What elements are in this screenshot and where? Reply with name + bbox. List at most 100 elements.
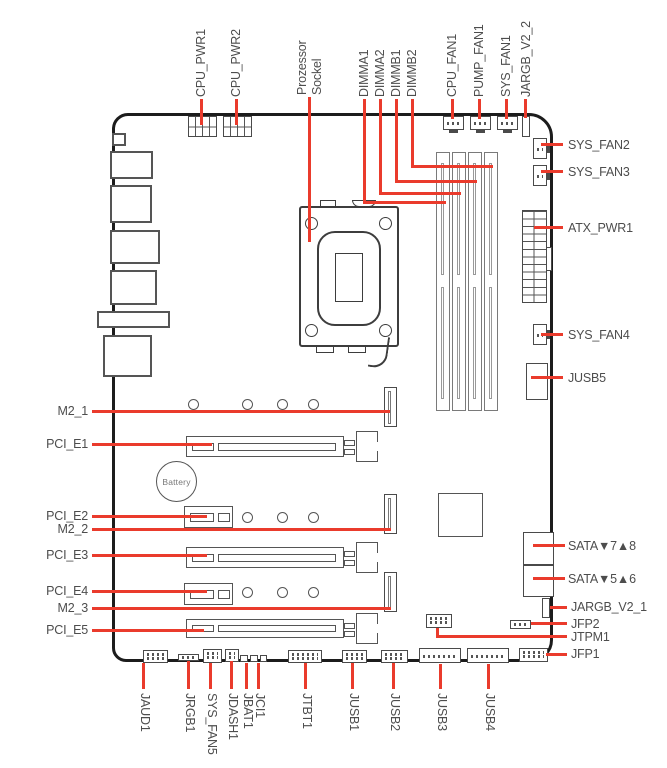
- label-jtbt1: JTBT1: [300, 693, 314, 729]
- dimmb1-line: [395, 99, 398, 183]
- label-dimma2: DIMMA2: [373, 49, 387, 97]
- label-socket-line2: Sockel: [310, 58, 324, 95]
- sata-5-6-line: [533, 577, 565, 580]
- jargb-v2-2-connector: [522, 116, 530, 137]
- cpu-pwr2-line: [235, 99, 238, 125]
- label-m2-2: M2_2: [57, 522, 89, 536]
- m2-2-connector: [384, 494, 397, 534]
- sys-fan4-line: [541, 333, 563, 336]
- jusb3-line: [439, 664, 442, 689]
- rear-io-port-3: [110, 230, 160, 264]
- label-dimma1: DIMMA1: [357, 49, 371, 97]
- label-sys-fan3: SYS_FAN3: [568, 165, 630, 179]
- jtpm1-connector: [426, 614, 452, 628]
- cpu-fan1-line: [451, 99, 454, 119]
- cpu-fan1-connector: [443, 116, 464, 133]
- label-jdash1: JDASH1: [226, 693, 240, 740]
- screw-hole: [277, 587, 288, 598]
- screw-hole: [308, 587, 319, 598]
- label-sys-fan2: SYS_FAN2: [568, 138, 630, 152]
- jusb2-line: [392, 663, 395, 689]
- jargb-v2-1-line: [550, 606, 567, 609]
- label-m2-3: M2_3: [57, 601, 89, 615]
- pcie-e1-latch-bar: [344, 440, 355, 446]
- sys-fan5-connector: [203, 649, 222, 663]
- pcie-e5-key: [218, 625, 336, 632]
- cpu-socket-screw-bl: [305, 324, 318, 337]
- rear-io-port-1: [110, 151, 153, 179]
- jumper-connector: [260, 655, 267, 662]
- dimm-slot-b1: [468, 152, 482, 411]
- label-pci-e3: PCI_E3: [46, 548, 88, 562]
- label-jrgb1: JRGB1: [183, 693, 197, 733]
- jrgb1-line: [187, 661, 190, 689]
- pci-e3-line: [92, 554, 207, 557]
- pcie-e5-latch-bar: [344, 623, 355, 629]
- sata-7-8-connector: [523, 532, 554, 565]
- cpu-pwr1-connector: [188, 116, 217, 137]
- m2-3-line: [92, 607, 391, 610]
- screw-hole: [308, 512, 319, 523]
- label-jusb2: JUSB2: [388, 693, 402, 731]
- cpu-socket-screw-br: [379, 324, 392, 337]
- jusb3-connector: [419, 648, 461, 663]
- dimmb2-line: [411, 99, 414, 168]
- jusb4-line: [487, 664, 490, 689]
- label-dimmb1: DIMMB1: [389, 49, 403, 97]
- pcie-e3-latch-bar: [344, 560, 355, 566]
- label-sata-7-8: SATA▼7▲8: [568, 539, 636, 553]
- pump-fan1-connector: [470, 116, 491, 133]
- pcie-e3-key: [218, 554, 336, 562]
- jaud1-line: [142, 663, 145, 689]
- dimmb1-line: [395, 180, 477, 183]
- sys-fan1-connector: [497, 116, 518, 133]
- screw-hole: [242, 399, 253, 410]
- label-sys-fan4: SYS_FAN4: [568, 328, 630, 342]
- jfp1-line: [546, 653, 567, 656]
- dimm-slot-a1: [436, 152, 450, 411]
- atx-pwr1-line: [534, 226, 563, 229]
- label-dimmb2: DIMMB2: [405, 49, 419, 97]
- label-m2-1: M2_1: [57, 404, 89, 418]
- pcie-e1-key: [218, 443, 336, 451]
- label-pci-e5: PCI_E5: [46, 623, 88, 637]
- jrgb1-connector: [178, 654, 199, 661]
- label-pci-e1: PCI_E1: [46, 437, 88, 451]
- cmos-battery: Battery: [156, 461, 197, 502]
- label-cpu-fan1: CPU_FAN1: [445, 33, 459, 97]
- label-jfp2: JFP2: [571, 617, 600, 631]
- pcie-e2-key: [218, 513, 230, 522]
- cpu-socket-tab-bottom-right: [348, 346, 366, 353]
- m2-1-line: [92, 410, 390, 413]
- jci1-line: [257, 663, 260, 689]
- dimm-slot-a2: [452, 152, 466, 411]
- pci-e2-line: [92, 515, 207, 518]
- label-jaud1: JAUD1: [138, 693, 152, 732]
- pci-e1-line: [92, 443, 212, 446]
- cpu-socket-die: [335, 253, 363, 302]
- pcie-e4-key: [218, 590, 230, 599]
- cpu-socket-line: [308, 97, 311, 242]
- sys-fan3-line: [541, 170, 563, 173]
- cpu-socket-screw-tl: [305, 217, 318, 230]
- jdash1-line: [230, 661, 233, 689]
- dimma2-line: [379, 192, 461, 195]
- m2-1-connector: [384, 387, 397, 427]
- chipset: [438, 493, 483, 537]
- label-jusb1: JUSB1: [347, 693, 361, 731]
- jbat1-line: [245, 663, 248, 689]
- battery-label: Battery: [162, 476, 191, 487]
- label-jargb-v2-1: JARGB_V2_1: [571, 600, 647, 614]
- cpu-pwr1-line: [200, 99, 203, 125]
- pcie-e1-latch-bar: [344, 449, 355, 455]
- cpu-socket-tab-bottom-left: [316, 346, 334, 353]
- pcie-e5-latch-notch: [367, 624, 380, 633]
- label-jusb5: JUSB5: [568, 371, 606, 385]
- jusb1-line: [351, 663, 354, 689]
- jfp2-connector: [510, 620, 531, 629]
- cpu-socket-screw-tr: [379, 217, 392, 230]
- dimmb2-line: [411, 165, 493, 168]
- jtbt1-line: [304, 663, 307, 689]
- jusb1-connector: [342, 650, 367, 663]
- rear-io-port-5: [97, 311, 170, 328]
